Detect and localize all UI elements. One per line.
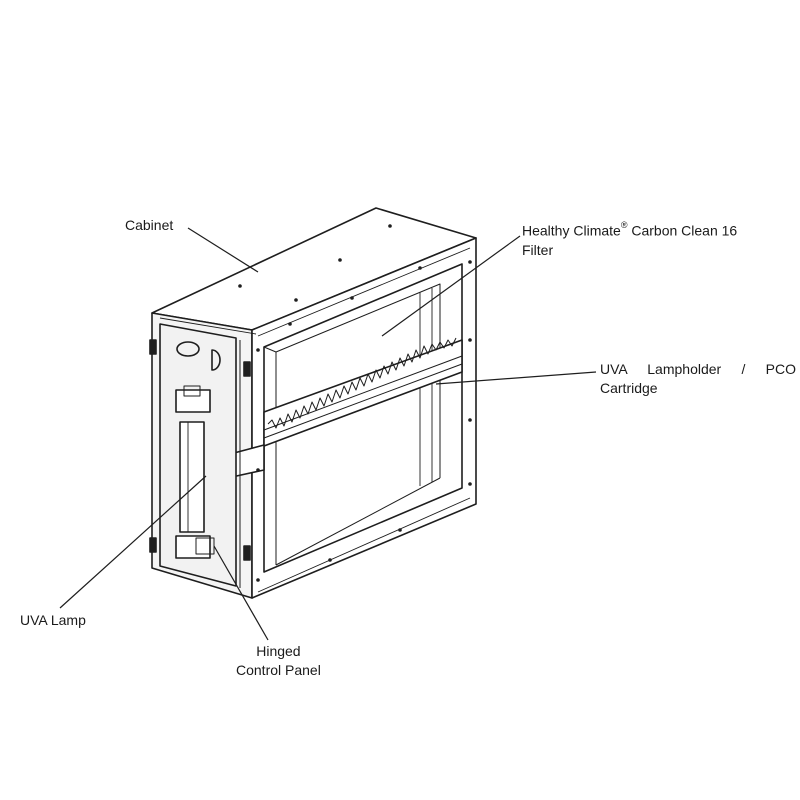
leader-filter <box>381 235 521 337</box>
leader-hinged-panel <box>213 545 269 641</box>
leader-lampholder <box>435 371 597 385</box>
label-hinged-line1: Hinged <box>256 643 301 659</box>
ballast <box>179 421 205 533</box>
pco-cartridge-edge <box>263 355 463 431</box>
label-filter-line2: Filter <box>522 241 554 258</box>
rivet <box>468 260 472 264</box>
rivet <box>398 528 402 532</box>
label-hinged-line2: Control Panel <box>236 662 321 678</box>
front-frame-opening <box>263 263 463 573</box>
frame-edge <box>257 497 471 593</box>
label-uva-lampholder: UVA Lampholder / PCO Cartridge <box>600 360 796 398</box>
label-cabinet: Cabinet <box>125 216 173 235</box>
label-hinged-control-panel: Hinged Control Panel <box>236 642 321 680</box>
rivet <box>328 558 332 562</box>
label-filter-rest: Carbon Clean 16 <box>627 222 738 239</box>
frame-edge <box>257 247 471 337</box>
label-filter: Healthy Climate® Carbon Clean 16 Filter <box>522 218 737 260</box>
label-cabinet-text: Cabinet <box>125 217 174 233</box>
panel-latch <box>149 537 157 553</box>
rivet <box>468 482 472 486</box>
rivet <box>468 418 472 422</box>
rivet <box>418 266 422 270</box>
panel-logo <box>176 341 200 357</box>
rivet <box>238 284 242 288</box>
label-lampholder-line2: Cartridge <box>600 380 658 396</box>
panel-bracket-lower <box>175 535 211 559</box>
rivet <box>294 298 298 302</box>
rivet <box>256 578 260 582</box>
leader-cabinet <box>187 227 259 273</box>
label-lampholder-line1: UVA Lampholder / PCO <box>600 361 796 377</box>
panel-bracket-upper-inner <box>183 385 201 397</box>
frame-edge <box>159 317 257 335</box>
rivet <box>388 224 392 228</box>
rivet <box>256 468 260 472</box>
opening-depth-bottom <box>275 477 441 566</box>
registered-mark: ® <box>620 220 628 230</box>
panel-latch <box>149 339 157 355</box>
leader-uva-lamp <box>59 475 207 609</box>
panel-cutout <box>211 349 221 371</box>
panel-latch <box>243 545 251 561</box>
label-filter-brand: Healthy Climate <box>522 222 621 239</box>
label-uva-lamp: UVA Lamp <box>20 611 86 630</box>
panel-latch <box>243 361 251 377</box>
pco-cartridge-edge <box>263 363 463 439</box>
panel-bracket-upper <box>175 389 211 413</box>
rivet <box>468 338 472 342</box>
rivet <box>350 296 354 300</box>
label-uva-lamp-text: UVA Lamp <box>20 612 86 628</box>
rivet <box>338 258 342 262</box>
rivet <box>288 322 292 326</box>
opening-depth-edge-top <box>275 283 441 478</box>
rivet <box>256 348 260 352</box>
